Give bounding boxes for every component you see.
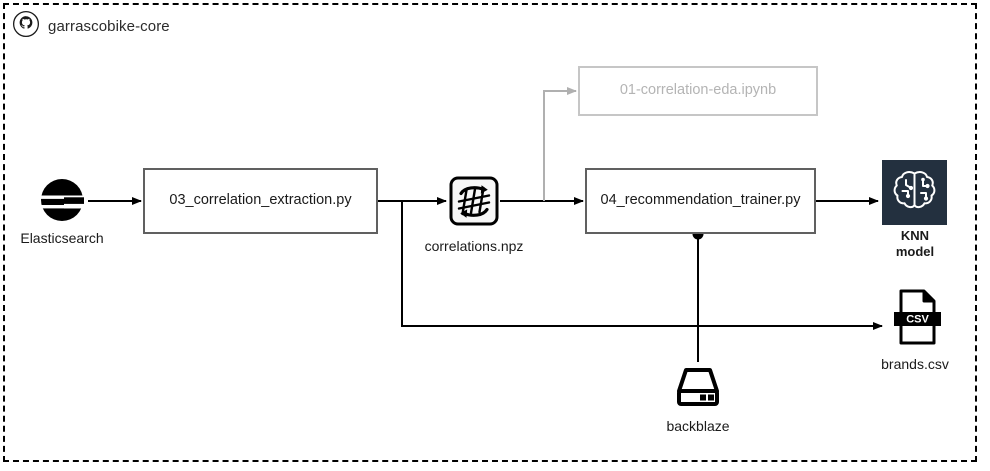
github-icon — [12, 10, 40, 43]
elasticsearch-icon — [40, 178, 86, 222]
hard-drive-icon — [672, 362, 724, 414]
knn-label-line2: model — [895, 244, 935, 260]
process-box-correlation-eda-notebook[interactable]: 01-correlation-eda.ipynb — [578, 66, 818, 116]
process-label-correlation-eda-notebook: 01-correlation-eda.ipynb — [619, 82, 777, 99]
process-box-correlation-extraction[interactable]: 03_correlation_extraction.py — [143, 168, 378, 234]
node-label-backblaze: backblaze — [666, 418, 730, 434]
process-label-recommendation-trainer: 04_recommendation_trainer.py — [600, 192, 801, 209]
process-box-recommendation-trainer[interactable]: 04_recommendation_trainer.py — [585, 168, 816, 234]
csv-file-icon: CSV — [886, 288, 944, 346]
repo-group-header: garrascobike-core — [12, 10, 170, 43]
node-label-brands-csv: brands.csv — [881, 356, 949, 372]
node-label-elasticsearch: Elasticsearch — [20, 230, 104, 246]
node-label-knn-model: KNN model — [872, 228, 958, 261]
knn-label-line1: KNN — [900, 228, 930, 243]
brain-circuit-icon — [882, 160, 947, 225]
csv-badge-text: CSV — [906, 314, 929, 326]
node-label-correlations-npz: correlations.npz — [424, 238, 524, 254]
numpy-array-icon — [448, 175, 500, 227]
repo-name-label: garrascobike-core — [48, 18, 170, 35]
repo-group-boundary — [3, 3, 977, 462]
process-label-correlation-extraction: 03_correlation_extraction.py — [169, 192, 352, 209]
